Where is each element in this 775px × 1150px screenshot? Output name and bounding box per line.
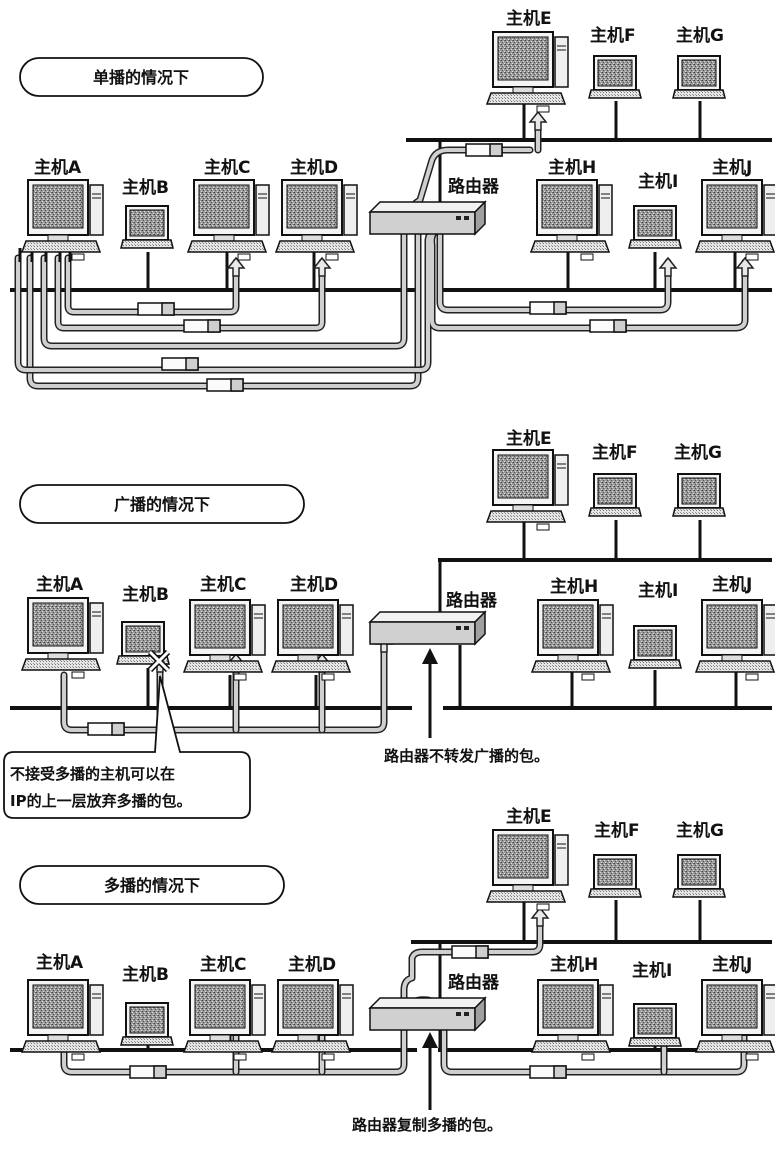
host-label-b: 主机B — [122, 177, 169, 198]
host-label-e: 主机E — [506, 806, 552, 827]
router-label: 路由器 — [448, 972, 500, 993]
host-label-b: 主机B — [122, 584, 169, 605]
desktop-computer-icon — [532, 980, 613, 1060]
callout-text-line2: IP的上一层放弃多播的包。 — [10, 792, 192, 810]
host-label-f: 主机F — [590, 25, 636, 46]
desktop-computer-icon — [696, 180, 775, 260]
desktop-computer-icon — [184, 980, 265, 1060]
laptop-icon — [629, 626, 681, 668]
packet-icon — [130, 1066, 166, 1078]
laptop-icon — [589, 474, 641, 516]
desktop-computer-icon — [272, 600, 353, 680]
desktop-computer-icon — [532, 600, 613, 680]
host-label-d: 主机D — [288, 954, 336, 975]
host-label-g: 主机G — [674, 442, 722, 463]
desktop-computer-icon — [696, 980, 775, 1060]
desktop-computer-icon — [531, 180, 612, 260]
host-label-e: 主机E — [506, 8, 552, 29]
host-label-g: 主机G — [676, 820, 724, 841]
laptop-icon — [121, 1003, 173, 1045]
host-label-j: 主机J — [712, 157, 752, 178]
host-label-j: 主机J — [712, 954, 752, 975]
host-label-e: 主机E — [506, 428, 552, 449]
laptop-icon — [589, 56, 641, 98]
packet-icon — [138, 303, 174, 315]
laptop-icon — [673, 56, 725, 98]
desktop-computer-icon — [22, 598, 103, 678]
host-label-i: 主机I — [638, 580, 678, 601]
section-title: 广播的情况下 — [114, 495, 210, 514]
section-broadcast: 广播的情况下 路由器 — [4, 428, 775, 818]
host-label-c: 主机C — [200, 954, 246, 975]
router-note-arrow — [422, 648, 438, 738]
host-label-f: 主机F — [594, 820, 640, 841]
packet-icon — [530, 302, 566, 314]
laptop-icon — [673, 474, 725, 516]
packet-icon — [184, 320, 220, 332]
host-label-a: 主机A — [36, 952, 84, 973]
router-label: 路由器 — [448, 176, 500, 197]
router-icon — [370, 202, 485, 234]
desktop-computer-icon — [487, 830, 568, 910]
packet-icon — [162, 358, 198, 370]
host-label-d: 主机D — [290, 574, 338, 595]
host-label-g: 主机G — [676, 25, 724, 46]
callout-bubble: 不接受多播的主机可以在 IP的上一层放弃多播的包。 — [4, 676, 250, 818]
host-label-h: 主机H — [550, 576, 598, 597]
section-title: 多播的情况下 — [104, 876, 200, 895]
host-label-i: 主机I — [632, 960, 672, 981]
host-label-i: 主机I — [638, 171, 678, 192]
laptop-icon — [589, 855, 641, 897]
host-label-h: 主机H — [550, 954, 598, 975]
host-label-b: 主机B — [122, 964, 169, 985]
packet-icon — [590, 320, 626, 332]
desktop-computer-icon — [276, 180, 357, 260]
laptop-icon — [673, 855, 725, 897]
section-title: 单播的情况下 — [93, 68, 189, 87]
host-label-f: 主机F — [592, 442, 638, 463]
router-note: 路由器不转发广播的包。 — [384, 747, 549, 765]
host-label-a: 主机A — [34, 157, 82, 178]
desktop-computer-icon — [22, 980, 103, 1060]
packet-icon — [88, 723, 124, 735]
host-label-h: 主机H — [548, 157, 596, 178]
laptop-icon — [629, 206, 681, 248]
packet-icon — [530, 1066, 566, 1078]
router-label: 路由器 — [446, 590, 498, 611]
router-note: 路由器复制多播的包。 — [352, 1116, 502, 1134]
desktop-computer-icon — [184, 600, 265, 680]
desktop-computer-icon — [22, 180, 103, 260]
desktop-computer-icon — [696, 600, 775, 680]
host-label-a: 主机A — [36, 574, 84, 595]
desktop-computer-icon — [272, 980, 353, 1060]
desktop-computer-icon — [487, 32, 568, 112]
host-label-c: 主机C — [204, 157, 250, 178]
callout-text-line1: 不接受多播的主机可以在 — [10, 765, 175, 783]
packet-icon — [452, 946, 488, 958]
section-unicast: 单播的情况下 — [12, 8, 775, 391]
desktop-computer-icon — [487, 450, 568, 530]
packet-icon — [466, 144, 502, 156]
host-label-c: 主机C — [200, 574, 246, 595]
router-icon — [370, 998, 485, 1030]
unicast-paths — [18, 120, 745, 386]
host-label-d: 主机D — [290, 157, 338, 178]
laptop-icon — [121, 206, 173, 248]
host-label-j: 主机J — [712, 574, 752, 595]
section-multicast: 多播的情况下 — [12, 806, 775, 1134]
packet-icon — [207, 379, 243, 391]
router-icon — [370, 612, 485, 644]
router-note-arrow — [422, 1032, 438, 1110]
laptop-icon — [629, 1004, 681, 1046]
desktop-computer-icon — [188, 180, 269, 260]
